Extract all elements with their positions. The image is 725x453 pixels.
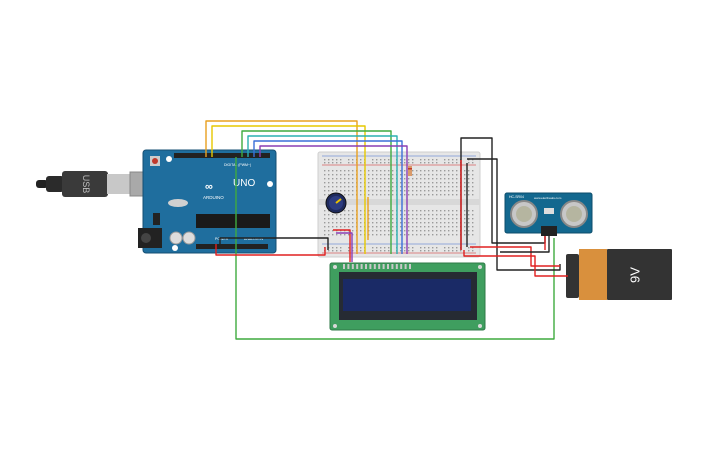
arduino-uno-board[interactable]: ∞ UNO ARDUINO DIGITAL (PWM~) POWER ANALO… — [138, 149, 277, 254]
lcd-pin-header — [343, 264, 411, 269]
wire-black-sensor — [500, 236, 550, 253]
usb-label: USB — [81, 175, 91, 194]
wire-orange — [205, 120, 358, 254]
board-brand: ARDUINO — [203, 195, 224, 200]
board-model: UNO — [233, 178, 255, 189]
wire-blue — [253, 140, 403, 254]
analog-label: ANALOG IN — [244, 237, 264, 241]
battery-label: 9V — [627, 267, 642, 283]
breadboard[interactable] — [317, 151, 481, 258]
wire-green — [241, 130, 392, 254]
digital-label: DIGITAL (PWM~) — [224, 163, 251, 167]
sensor-site: www.elecfreaks.com — [534, 196, 562, 200]
sensor-model: HC-SR04 — [509, 195, 524, 199]
wire-teal — [247, 135, 398, 254]
atmega-chip — [196, 214, 270, 228]
wire-black-gnd — [219, 237, 329, 250]
ultrasonic-sensor[interactable]: HC-SR04 www.elecfreaks.com — [504, 192, 593, 236]
lcd-16x2[interactable] — [329, 262, 486, 331]
power-label: POWER — [215, 237, 229, 241]
battery-9v[interactable]: 9V — [566, 249, 672, 300]
wire-red-5v — [215, 244, 326, 256]
wire-black-2 — [467, 158, 561, 271]
wire-red-1 — [463, 250, 568, 277]
lcd-screen — [343, 279, 471, 311]
wire-purple — [259, 145, 408, 254]
wire-red-2 — [470, 246, 560, 267]
arduino-logo: ∞ — [205, 181, 213, 193]
potentiometer[interactable] — [325, 192, 347, 214]
wire-yellow — [211, 125, 366, 254]
wire-green-loop — [235, 157, 555, 340]
resistor — [408, 166, 412, 176]
wires — [205, 120, 568, 340]
wire-red-pot — [333, 229, 351, 262]
wire-purple-pot — [336, 232, 353, 262]
